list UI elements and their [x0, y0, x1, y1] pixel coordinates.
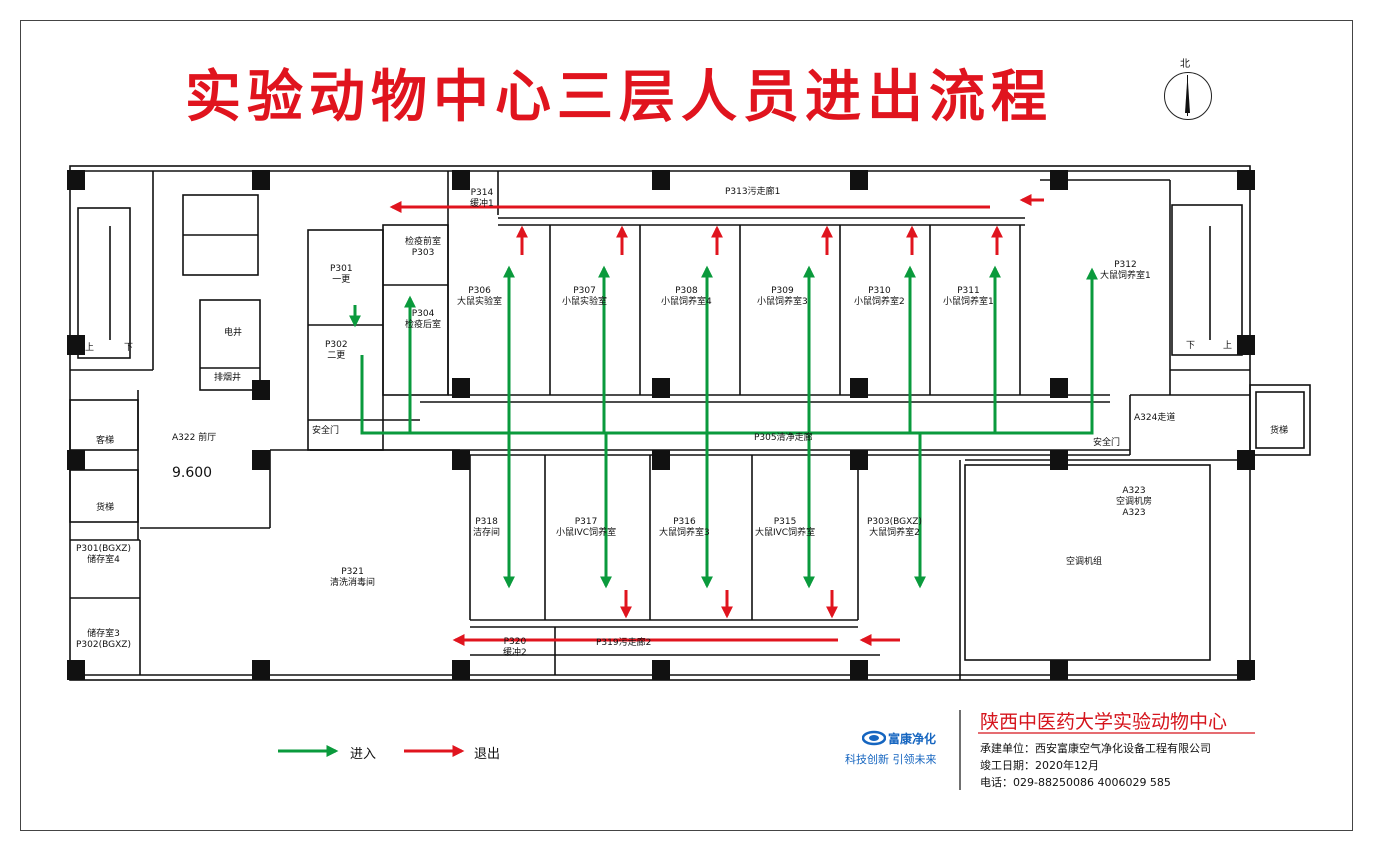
room-p319: P319污走廊2	[596, 638, 652, 648]
room-p313: P313污走廊1	[725, 187, 781, 197]
elec-shaft: 电井	[224, 328, 243, 338]
phone-info: 电话：029-88250086 4006029 585	[980, 776, 1171, 789]
logo-name: 富康净化	[888, 732, 937, 746]
north-label: 北	[1180, 59, 1190, 70]
exit-flow	[389, 194, 1044, 646]
enter-flow	[349, 265, 1098, 589]
level-marker: 9.600	[172, 465, 213, 481]
company-logo: 富康净化	[862, 728, 952, 748]
room-a322: A322 前厅	[172, 433, 217, 443]
compass-icon	[1164, 72, 1212, 120]
drawing-frame	[20, 20, 1353, 831]
legend-enter-label: 进入	[350, 747, 377, 762]
room-p301-bgxz: P301(BGXZ)储存室4	[76, 544, 131, 565]
room-p305: P305清净走廊	[754, 433, 813, 443]
stair-up-right: 上	[1223, 341, 1233, 351]
columns	[67, 170, 1255, 680]
freight-elevator-right: 货梯	[1270, 426, 1289, 436]
safety-door-left: 安全门	[312, 426, 340, 436]
smoke-shaft: 排烟井	[214, 373, 242, 383]
ahu-unit: 空调机组	[1066, 557, 1103, 567]
stair-down-right: 下	[1186, 341, 1196, 351]
logo-slogan: 科技创新 引领未来	[845, 753, 937, 766]
stair-down-left: 下	[124, 343, 134, 353]
legend-exit-label: 退出	[474, 747, 501, 762]
page-title: 实验动物中心三层人员进出流程	[185, 64, 1053, 130]
walls	[69, 165, 1311, 681]
room-a324: A324走道	[1134, 413, 1176, 423]
completion-date: 竣工日期：2020年12月	[980, 759, 1099, 772]
organization-name: 陕西中医药大学实验动物中心	[980, 711, 1228, 733]
builder-info: 承建单位：西安富康空气净化设备工程有限公司	[980, 742, 1211, 755]
safety-door-right: 安全门	[1093, 438, 1121, 448]
passenger-elevator: 客梯	[96, 436, 115, 446]
room-p303-bgxz: P303(BGXZ)大鼠饲养室2	[867, 517, 922, 538]
freight-elevator-left: 货梯	[96, 503, 115, 513]
stair-up-left: 上	[85, 343, 95, 353]
